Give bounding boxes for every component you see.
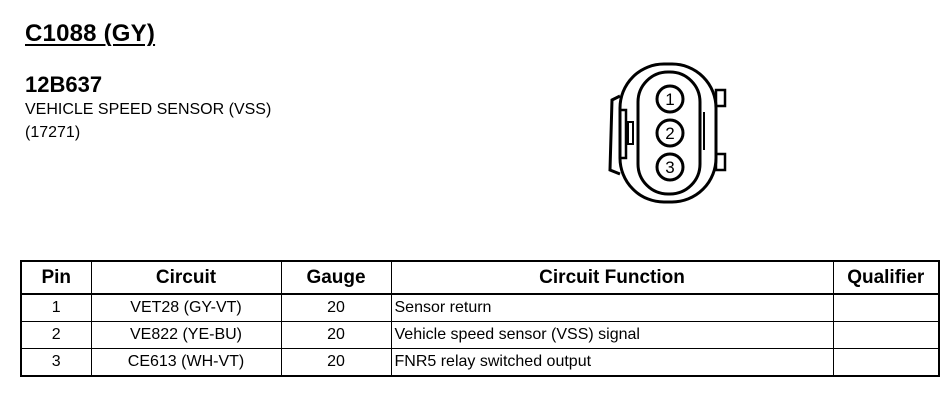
circuit-function-cell: FNR5 relay switched output — [390, 348, 834, 377]
column-header-circuit: Circuit — [90, 260, 282, 295]
circuit-function-cell: Sensor return — [390, 293, 834, 322]
pin-cavity-2 — [655, 118, 685, 148]
table-header-row: Pin Circuit Gauge Circuit Function Quali… — [20, 260, 940, 295]
gauge-cell: 20 — [280, 321, 392, 349]
pin-cell: 3 — [20, 348, 92, 377]
pin-cell: 1 — [20, 293, 92, 322]
connector-reference: (17271) — [25, 124, 81, 141]
connector-key-bottom — [714, 152, 727, 172]
column-header-pin: Pin — [20, 260, 92, 295]
table-row: 2 VE822 (YE-BU) 20 Vehicle speed sensor … — [20, 321, 940, 349]
column-header-gauge: Gauge — [280, 260, 392, 295]
connector-housing-outer — [618, 62, 718, 204]
table-row: 3 CE613 (WH-VT) 20 FNR5 relay switched o… — [20, 348, 940, 377]
connector-description: VEHICLE SPEED SENSOR (VSS) — [25, 101, 272, 118]
pin-label-1: 1 — [665, 90, 674, 109]
part-number: 12B637 — [25, 72, 103, 97]
qualifier-cell — [832, 321, 940, 349]
connector-face-diagram: 1 2 3 — [608, 62, 727, 204]
column-header-qualifier: Qualifier — [832, 260, 940, 295]
pin-table: Pin Circuit Gauge Circuit Function Quali… — [20, 260, 940, 377]
table-row: 1 VET28 (GY-VT) 20 Sensor return — [20, 293, 940, 322]
pin-cavity-3 — [655, 152, 685, 182]
pin-cavity-1 — [655, 84, 685, 114]
circuit-cell: VET28 (GY-VT) — [90, 293, 282, 322]
pin-label-2: 2 — [665, 124, 674, 143]
qualifier-cell — [832, 293, 940, 322]
pin-label-3: 3 — [665, 158, 674, 177]
circuit-function-cell: Vehicle speed sensor (VSS) signal — [390, 321, 834, 349]
qualifier-cell — [832, 348, 940, 377]
connector-id: C1088 (GY) — [25, 20, 156, 47]
connector-housing-inner — [636, 70, 702, 196]
gauge-cell: 20 — [280, 293, 392, 322]
connector-key-top — [714, 88, 727, 108]
pin-cell: 2 — [20, 321, 92, 349]
locking-tab — [608, 94, 621, 176]
column-header-circuit-function: Circuit Function — [390, 260, 834, 295]
gauge-cell: 20 — [280, 348, 392, 377]
circuit-cell: VE822 (YE-BU) — [90, 321, 282, 349]
circuit-cell: CE613 (WH-VT) — [90, 348, 282, 377]
